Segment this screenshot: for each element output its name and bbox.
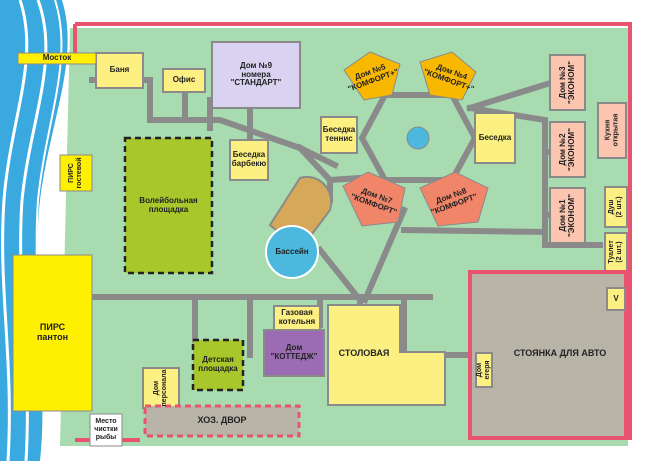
v-box <box>606 287 626 311</box>
dom9-building <box>211 41 301 109</box>
pirs-ponton-pier <box>12 254 93 412</box>
dom8-building <box>419 171 489 227</box>
cottage-building <box>263 329 325 377</box>
gazovaya-building <box>273 305 321 331</box>
parking-inner-fence <box>468 270 628 440</box>
detskaya-area <box>191 338 245 392</box>
fence-top <box>75 22 632 440</box>
dom5-building <box>343 51 401 101</box>
mostok-pier <box>17 52 97 65</box>
fountain <box>406 126 430 150</box>
dush-building <box>604 186 628 228</box>
khoz-dvor-area <box>143 404 301 438</box>
dom1-building <box>549 187 586 244</box>
dom-personala-building <box>142 367 180 409</box>
mesto-chistki-box <box>89 413 123 447</box>
pool <box>265 225 319 279</box>
pirs-guest-pier <box>59 154 93 192</box>
besedka-barbekyu-building <box>229 139 269 181</box>
kukhnya-building <box>597 102 627 159</box>
besedka-tennis-building <box>320 116 358 154</box>
ofis-building <box>162 68 206 93</box>
dom-egerya-building <box>475 352 493 388</box>
stolovaya-building <box>327 304 446 406</box>
dom2-building <box>549 121 586 178</box>
voleybol-area <box>123 136 214 275</box>
dom7-building <box>342 171 406 227</box>
dom3-building <box>549 54 586 111</box>
banya-building <box>95 52 144 89</box>
dom4-building <box>419 51 477 101</box>
parking-area <box>468 270 628 440</box>
tualet-building <box>604 232 628 272</box>
besedka-building <box>474 112 516 164</box>
